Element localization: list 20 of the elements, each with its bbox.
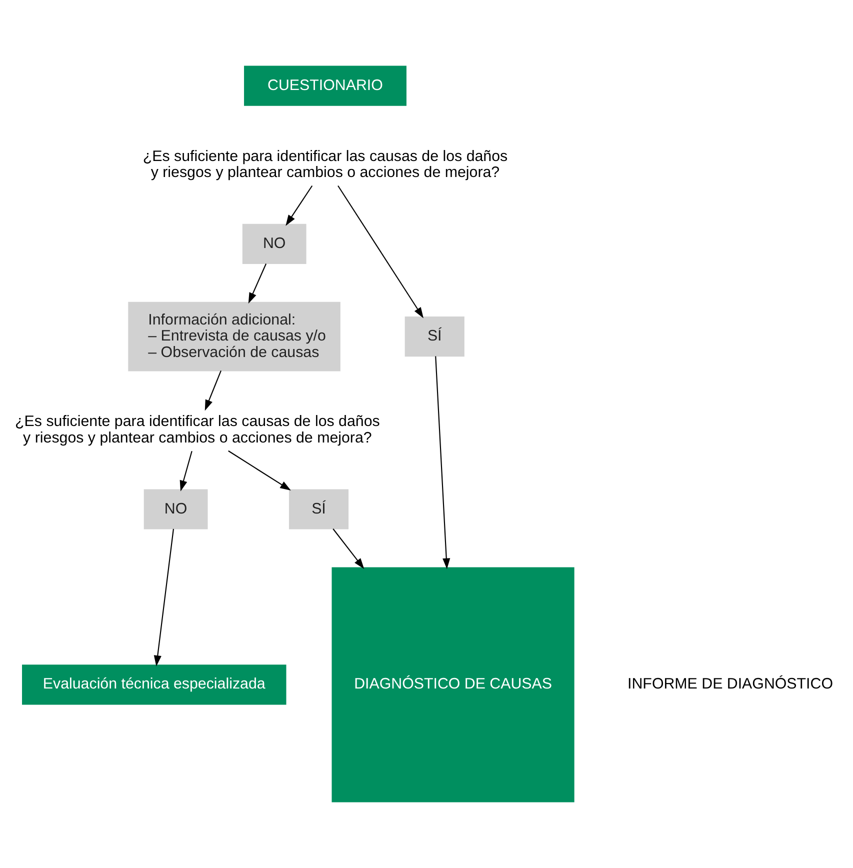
node-box: SÍ xyxy=(288,489,349,530)
node-box: NO xyxy=(144,489,208,530)
arrow xyxy=(204,370,222,411)
node-box: DIAGNÓSTICO DE CAUSAS xyxy=(332,567,574,802)
node-text: ¿Es suficiente para identificar las causas de los daños y riesgos y plantear cambios o acciones de mejora? xyxy=(15,413,380,446)
node-text: ¿Es suficiente para identificar las causas de los daños y riesgos y plantear cambios o acciones de mejora? xyxy=(142,148,508,182)
arrow xyxy=(332,528,364,569)
arrow xyxy=(286,185,313,226)
arrow xyxy=(154,528,174,666)
arrow xyxy=(228,450,291,491)
node-label: INFORME DE DIAGNÓSTICO xyxy=(628,676,834,693)
node-box: CUESTIONARIO xyxy=(244,66,406,106)
node-box: Evaluación técnica especializada xyxy=(22,664,286,705)
node-box: Información adicional: – Entrevista de causas y/o – Observación de causas xyxy=(128,302,340,372)
arrow xyxy=(435,356,450,570)
node-box: SÍ xyxy=(404,316,464,357)
arrow xyxy=(248,264,267,304)
arrow xyxy=(338,185,424,318)
node-box: NO xyxy=(242,224,306,264)
arrow xyxy=(180,450,192,492)
